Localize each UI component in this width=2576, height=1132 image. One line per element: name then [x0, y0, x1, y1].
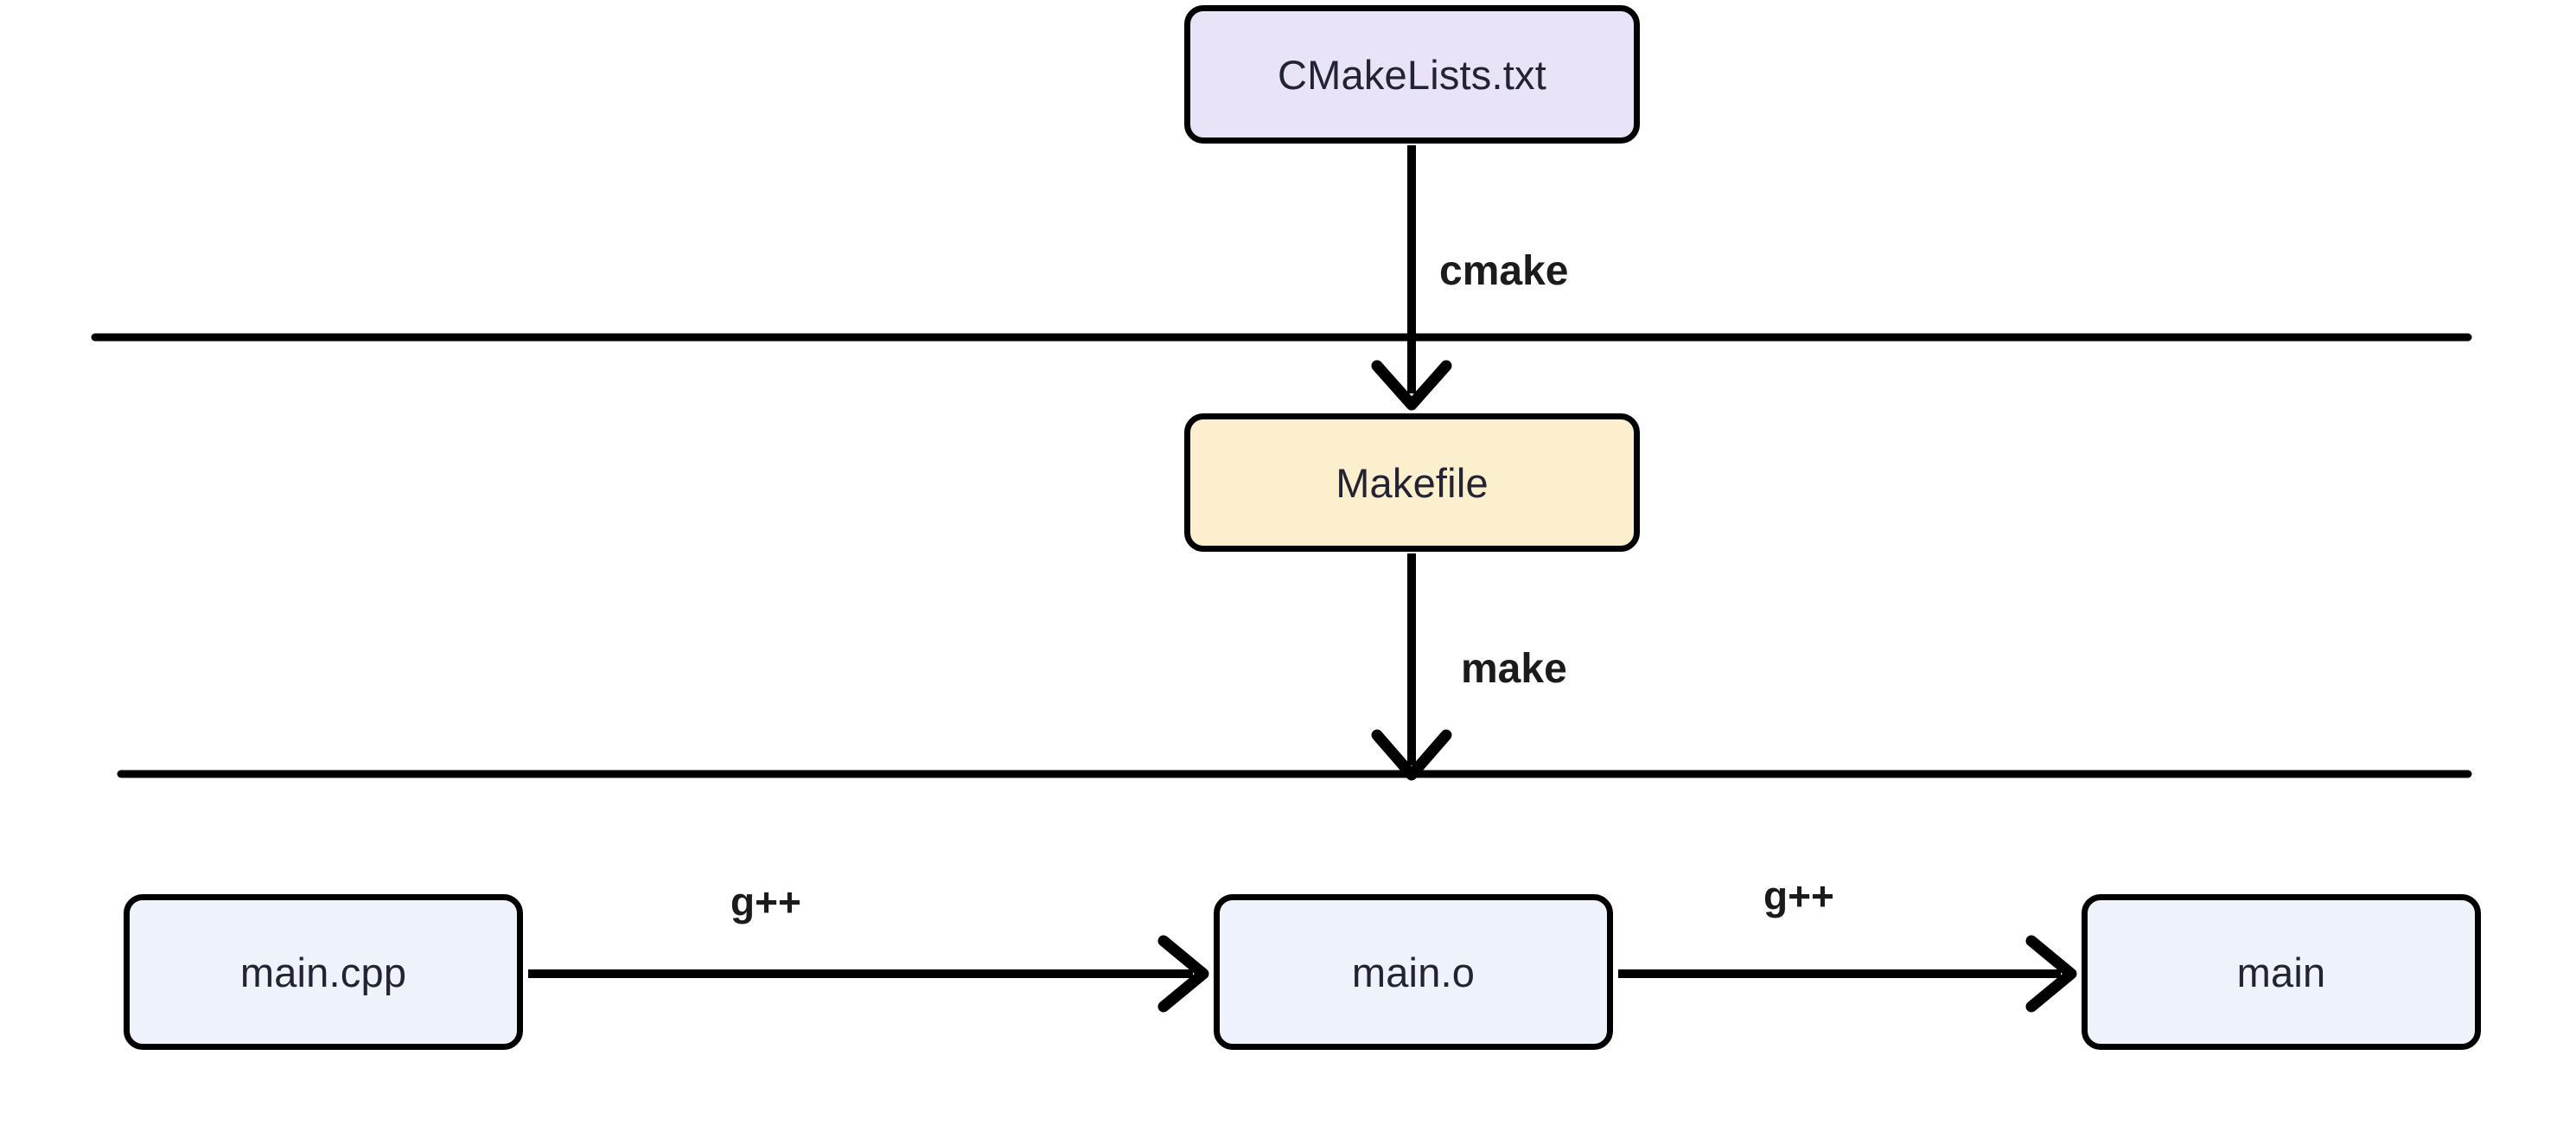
node-main-label: main: [2236, 949, 2326, 995]
edge-label-gpp-link: g++: [1763, 873, 1834, 918]
edge-label-cmake: cmake: [1439, 248, 1569, 294]
node-main-cpp-label: main.cpp: [239, 949, 407, 995]
node-makefile[interactable]: Makefile: [1184, 413, 1640, 552]
make-edge-arrowhead: [1371, 729, 1452, 781]
node-main-cpp[interactable]: main.cpp: [124, 894, 523, 1050]
node-cmakelists[interactable]: CMakeLists.txt: [1184, 5, 1640, 144]
link-edge-arrowhead: [2025, 935, 2077, 1013]
cmake-edge-arrowhead: [1371, 360, 1452, 411]
node-main[interactable]: main: [2082, 894, 2481, 1050]
node-makefile-label: Makefile: [1336, 459, 1489, 506]
edge-label-gpp-compile: g++: [730, 879, 801, 924]
node-main-o[interactable]: main.o: [1214, 894, 1613, 1050]
node-cmakelists-label: CMakeLists.txt: [1278, 51, 1546, 98]
compile-edge-arrowhead: [1157, 935, 1209, 1013]
node-main-o-label: main.o: [1351, 949, 1476, 995]
edge-label-make: make: [1461, 646, 1567, 692]
